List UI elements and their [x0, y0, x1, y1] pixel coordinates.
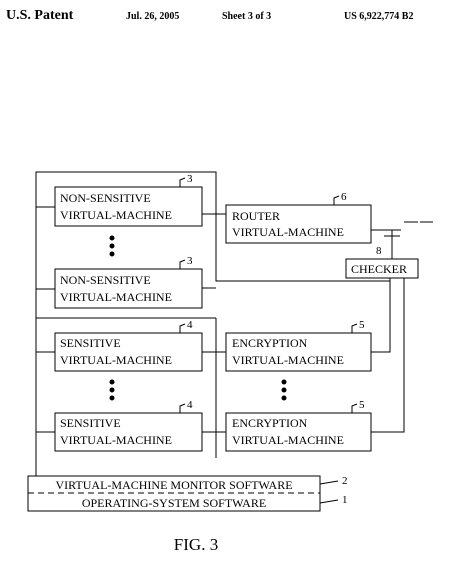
ref-number-2: 2: [342, 475, 348, 487]
ref-number-4-top: 4: [187, 319, 193, 331]
sensitive-vm-top-line2: VIRTUAL-MACHINE: [60, 353, 172, 367]
ref-number-3-top: 3: [187, 173, 193, 185]
header-date: Jul. 26, 2005: [126, 11, 180, 22]
non-sensitive-vm-top-line1: NON-SENSITIVE: [60, 191, 151, 205]
encryption-vm-bottom-line2: VIRTUAL-MACHINE: [232, 433, 344, 447]
ref-number-6: 6: [341, 191, 347, 203]
wire-enc-bottom-checker: [371, 278, 405, 433]
ellipsis-dot: [109, 235, 115, 241]
encryption-vm-top-line2: VIRTUAL-MACHINE: [232, 353, 344, 367]
ref-leader-5-top: [351, 323, 358, 333]
router-vm-line2: VIRTUAL-MACHINE: [232, 225, 344, 239]
ref-leader-1: [319, 499, 339, 504]
ref-leader-4-top: [179, 323, 186, 333]
checker-label: CHECKER: [351, 262, 407, 276]
ref-number-5-bottom: 5: [359, 399, 365, 411]
encryption-vm-bottom-line1: ENCRYPTION: [232, 416, 308, 430]
ref-number-5-top: 5: [359, 319, 365, 331]
ref-leader-3-bottom: [179, 259, 186, 269]
os-software-label: OPERATING-SYSTEM SOFTWARE: [82, 496, 266, 510]
ref-number-3-bottom: 3: [187, 255, 193, 267]
ref-number-8: 8: [376, 245, 382, 257]
ref-leader-3-top: [179, 177, 186, 187]
header-patent-number: US 6,922,774 B2: [344, 11, 414, 22]
ellipsis-dot: [109, 243, 115, 249]
router-vm-box: [225, 204, 372, 244]
ellipsis-dot: [109, 387, 115, 393]
ref-number-4-bottom: 4: [187, 399, 193, 411]
ellipsis-dot: [109, 251, 115, 257]
ellipsis-dot: [281, 395, 287, 401]
ellipsis-dot: [109, 395, 115, 401]
non-sensitive-vm-bottom-line2: VIRTUAL-MACHINE: [60, 290, 172, 304]
encryption-vm-top-line1: ENCRYPTION: [232, 336, 308, 350]
router-vm-line1: ROUTER: [232, 209, 280, 223]
figure-label: FIG. 3: [174, 535, 218, 554]
ellipsis-dot: [281, 387, 287, 393]
ellipsis-dot: [281, 379, 287, 385]
header-sheet: Sheet 3 of 3: [222, 11, 272, 22]
ref-leader-2: [319, 480, 339, 485]
header-patent-label: U.S. Patent: [6, 8, 74, 23]
non-sensitive-vm-bottom-line1: NON-SENSITIVE: [60, 273, 151, 287]
sensitive-vm-bottom-line1: SENSITIVE: [60, 416, 121, 430]
ref-leader-6: [333, 195, 340, 205]
ref-number-1: 1: [342, 494, 348, 506]
ref-leader-5-bottom: [351, 403, 358, 413]
vmm-software-label: VIRTUAL-MACHINE MONITOR SOFTWARE: [55, 478, 292, 492]
non-sensitive-vm-top-line2: VIRTUAL-MACHINE: [60, 208, 172, 222]
wire-enc-top-checker: [371, 278, 391, 353]
sensitive-vm-bottom-line2: VIRTUAL-MACHINE: [60, 433, 172, 447]
sensitive-vm-top-line1: SENSITIVE: [60, 336, 121, 350]
ellipsis-dot: [109, 379, 115, 385]
ref-leader-4-bottom: [179, 403, 186, 413]
checker-box: [345, 258, 419, 279]
